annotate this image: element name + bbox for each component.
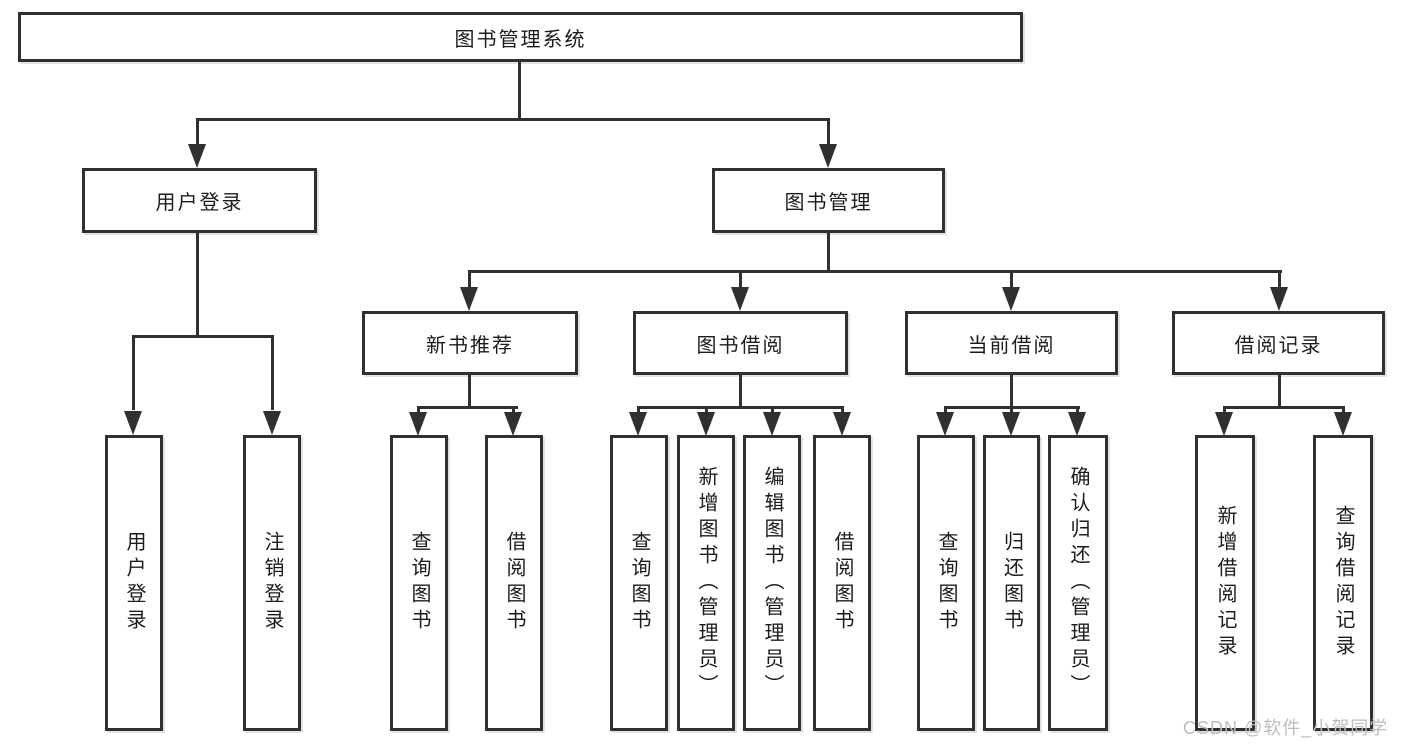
arrow-down-icon	[731, 287, 749, 311]
node-book-borrowing-label: 图书借阅	[696, 334, 785, 357]
leaf-borrowing-borrow-books-label: 借阅图书	[831, 531, 853, 635]
connector-line	[271, 335, 274, 410]
leaf-borrowing-query-books-label: 查询图书	[628, 531, 650, 635]
arrow-down-icon	[1334, 412, 1352, 436]
connector-line	[417, 406, 518, 409]
leaf-return-books-label: 归还图书	[1000, 531, 1023, 635]
csdn-watermark: CSDN @软件_小贺同学	[1183, 718, 1389, 738]
connector-line	[1010, 406, 1013, 414]
node-borrowing-records: 借阅记录	[1172, 311, 1385, 375]
node-user-login: 用户登录	[82, 168, 317, 233]
node-book-management: 图书管理	[712, 168, 945, 233]
connector-line	[1010, 270, 1013, 288]
arrow-down-icon	[1002, 412, 1020, 436]
node-new-book-recommend: 新书推荐	[362, 311, 578, 375]
arrow-down-icon	[833, 412, 851, 436]
leaf-confirm-return-admin: 确认归还（管理员）	[1048, 435, 1108, 731]
connector-line	[1278, 375, 1281, 409]
leaf-add-borrow-record: 新增借阅记录	[1195, 435, 1255, 731]
connector-line	[637, 406, 640, 414]
arrow-down-icon	[1002, 287, 1020, 311]
connector-line	[196, 118, 199, 148]
arrow-down-icon	[124, 411, 142, 435]
connector-line	[705, 406, 708, 414]
connector-line	[1278, 270, 1281, 288]
leaf-add-books-admin: 新增图书（管理员）	[677, 435, 735, 731]
leaf-recommend-borrow-books: 借阅图书	[485, 435, 543, 731]
node-borrowing-records-label: 借阅记录	[1234, 334, 1323, 357]
connector-line	[132, 335, 135, 410]
arrow-down-icon	[188, 144, 206, 168]
arrow-down-icon	[460, 287, 478, 311]
leaf-recommend-query-books-label: 查询图书	[408, 531, 430, 635]
node-user-login-label: 用户登录	[155, 192, 244, 214]
arrow-down-icon	[263, 411, 281, 435]
connector-line	[739, 270, 742, 288]
leaf-logout: 注销登录	[243, 435, 301, 731]
leaf-add-borrow-record-label: 新增借阅记录	[1214, 505, 1236, 661]
arrow-down-icon	[629, 412, 647, 436]
connector-line	[518, 62, 521, 120]
node-root: 图书管理系统	[18, 12, 1023, 62]
connector-line	[944, 406, 947, 414]
node-current-borrowing-label: 当前借阅	[967, 334, 1056, 357]
leaf-borrowing-query-books: 查询图书	[610, 435, 668, 731]
leaf-recommend-borrow-books-label: 借阅图书	[503, 531, 525, 635]
arrow-down-icon	[1270, 287, 1288, 311]
arrow-down-icon	[1215, 412, 1233, 436]
connector-line	[512, 406, 515, 414]
connector-line	[739, 375, 742, 409]
leaf-edit-books-admin: 编辑图书（管理员）	[743, 435, 801, 731]
leaf-return-books: 归还图书	[983, 435, 1040, 731]
arrow-down-icon	[504, 412, 522, 436]
connector-line	[468, 375, 471, 409]
leaf-query-borrow-record: 查询借阅记录	[1313, 435, 1373, 731]
arrow-down-icon	[1068, 412, 1086, 436]
leaf-logout-label: 注销登录	[261, 531, 283, 635]
leaf-edit-books-admin-label: 编辑图书（管理员）	[761, 466, 783, 700]
arrow-down-icon	[819, 144, 837, 168]
connector-line	[1223, 406, 1226, 414]
leaf-borrowing-borrow-books: 借阅图书	[813, 435, 871, 731]
leaf-add-books-admin-label: 新增图书（管理员）	[695, 466, 717, 700]
leaf-recommend-query-books: 查询图书	[390, 435, 448, 731]
node-root-label: 图书管理系统	[454, 28, 587, 51]
connector-line	[1010, 375, 1013, 409]
arrow-down-icon	[697, 412, 715, 436]
connector-line	[132, 335, 274, 338]
node-book-borrowing: 图书借阅	[633, 311, 848, 375]
connector-line	[468, 270, 471, 288]
node-current-borrowing: 当前借阅	[905, 311, 1118, 375]
leaf-user-login-label: 用户登录	[123, 531, 145, 635]
connector-line	[196, 118, 830, 121]
connector-line	[771, 406, 774, 414]
connector-line	[468, 270, 1282, 273]
connector-line	[196, 233, 199, 338]
node-book-management-label: 图书管理	[784, 192, 873, 214]
leaf-user-login: 用户登录	[105, 435, 163, 731]
leaf-query-borrow-record-label: 查询借阅记录	[1332, 505, 1354, 661]
arrow-down-icon	[936, 412, 954, 436]
connector-line	[827, 233, 830, 273]
connector-line	[1076, 406, 1079, 414]
arrow-down-icon	[409, 412, 427, 436]
node-new-book-recommend-label: 新书推荐	[426, 334, 514, 357]
connector-line	[1342, 406, 1345, 414]
connector-line	[827, 118, 830, 148]
leaf-current-query-books-label: 查询图书	[935, 531, 957, 635]
connector-line	[637, 406, 844, 409]
leaf-current-query-books: 查询图书	[917, 435, 975, 731]
connector-line	[1223, 406, 1344, 409]
arrow-down-icon	[763, 412, 781, 436]
leaf-confirm-return-admin-label: 确认归还（管理员）	[1067, 466, 1089, 700]
connector-line	[841, 406, 844, 414]
connector-line	[417, 406, 420, 414]
